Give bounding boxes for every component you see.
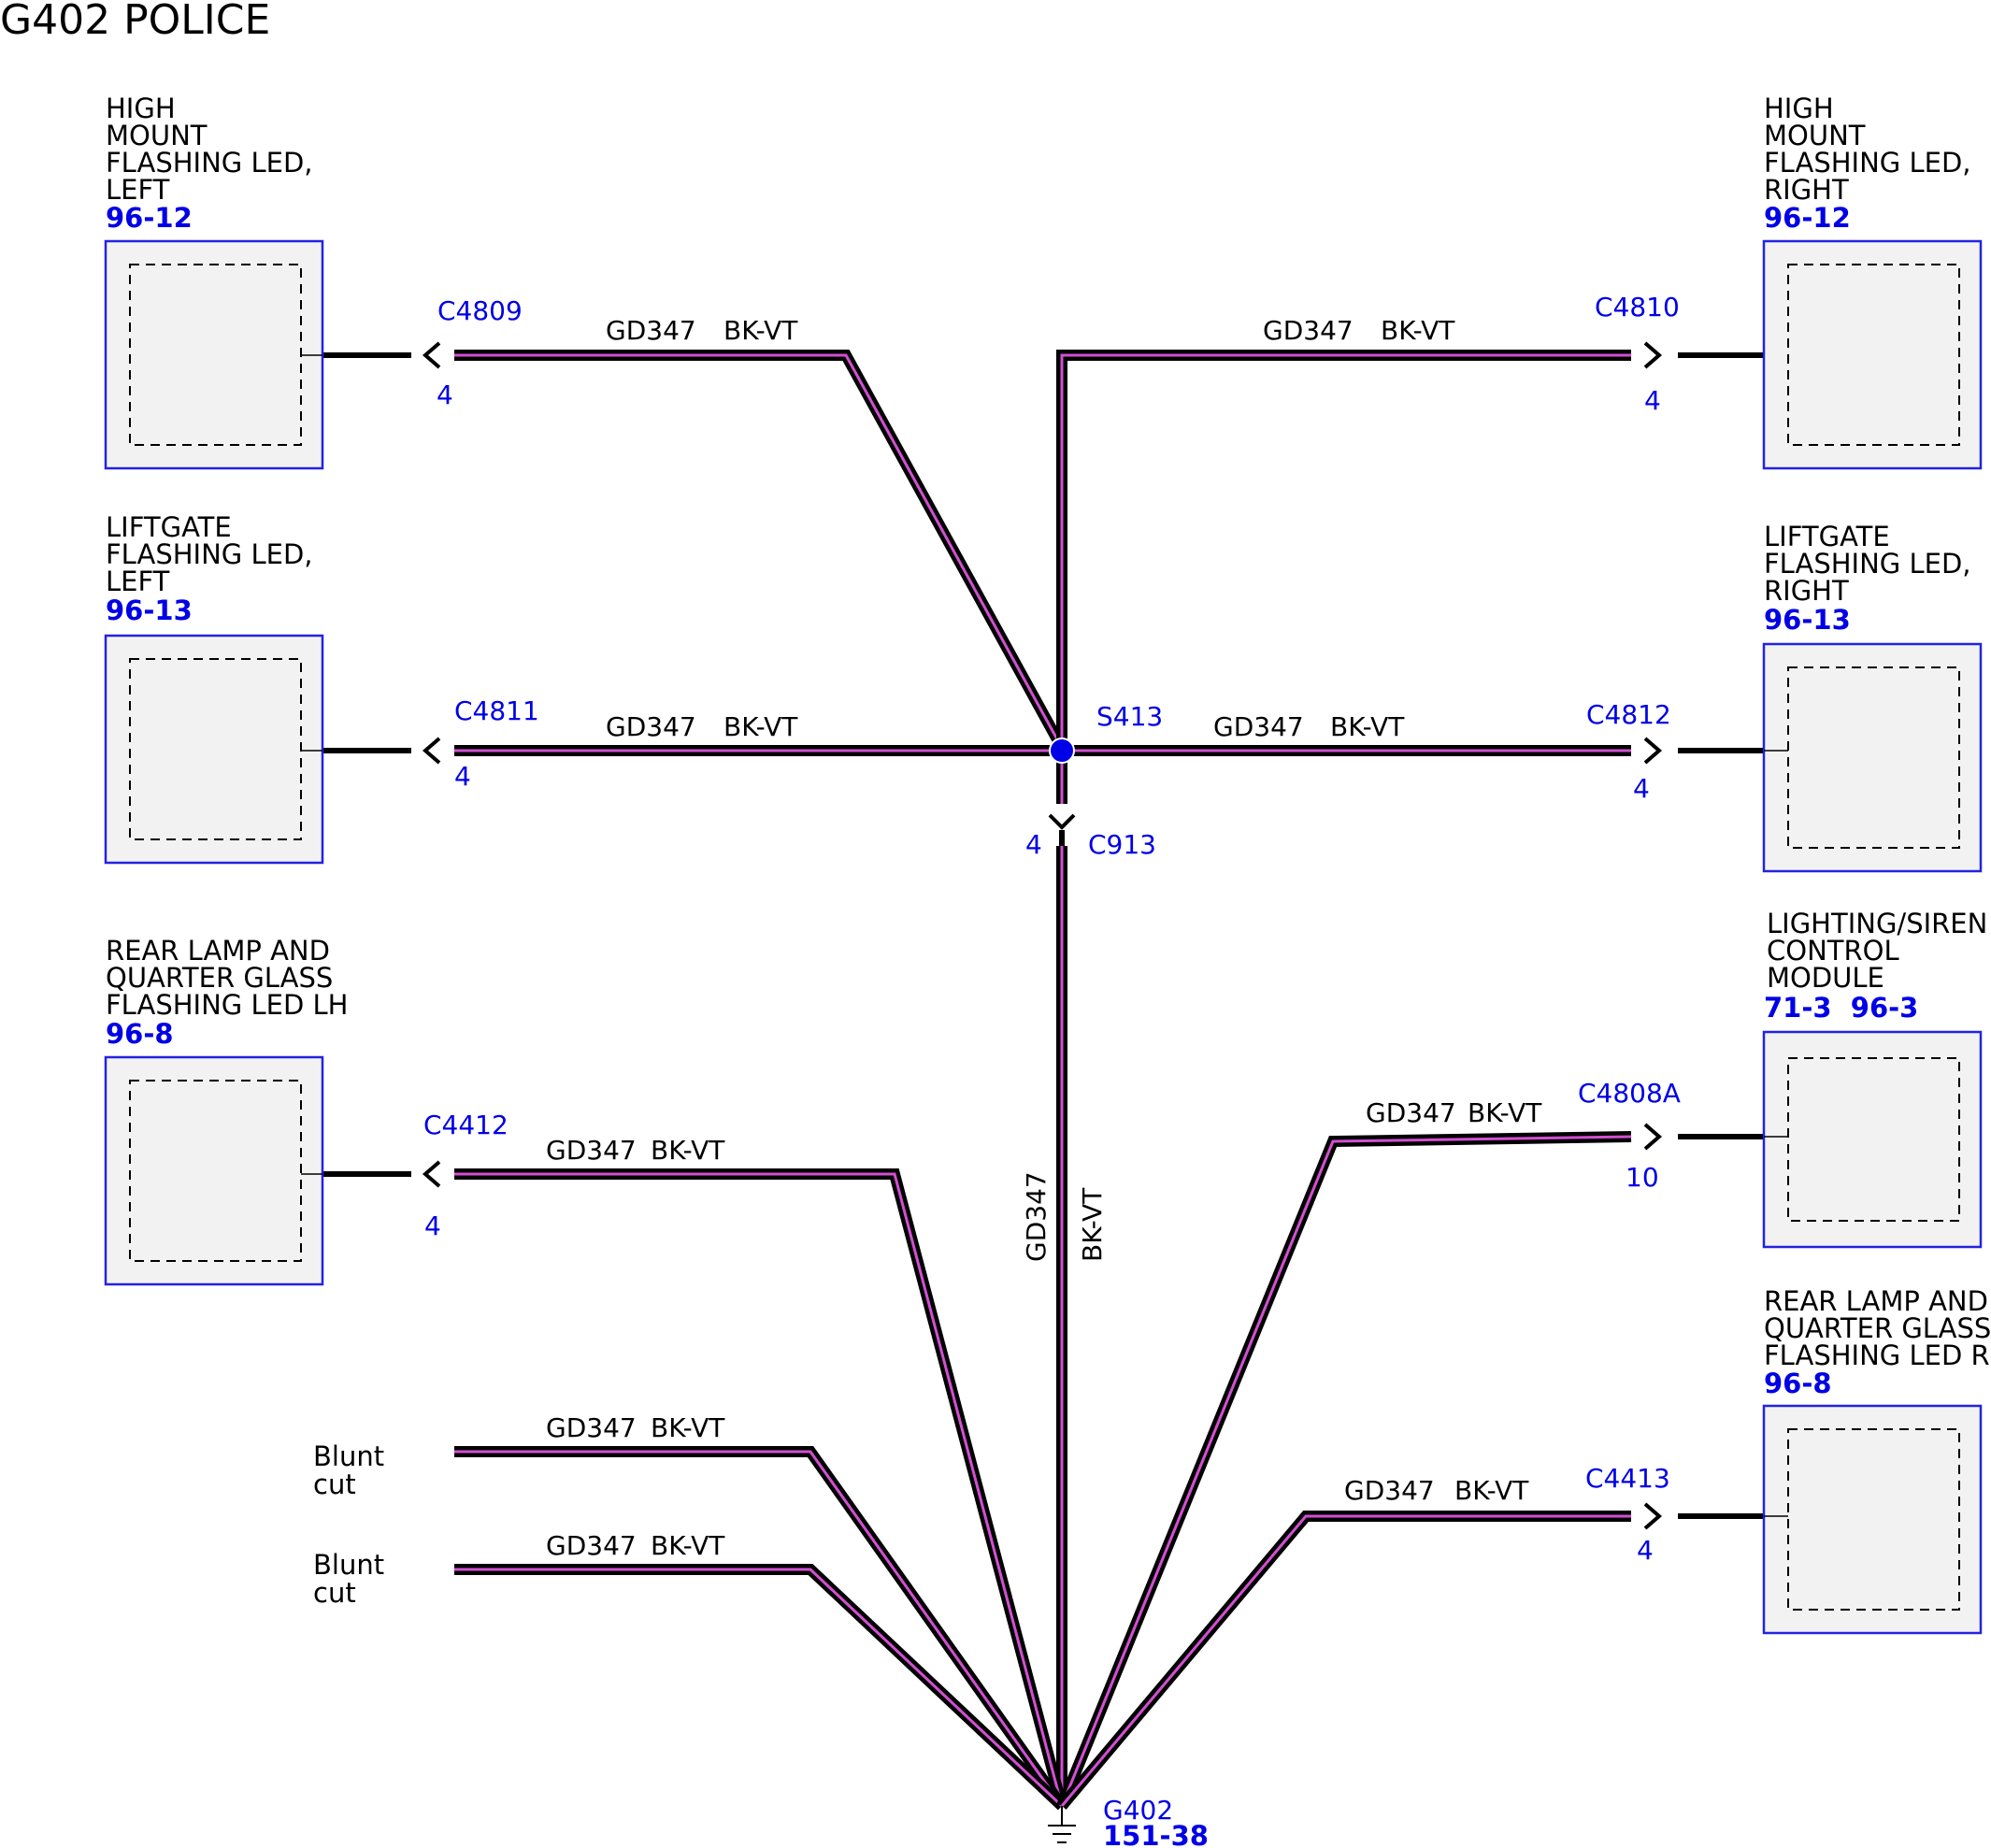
wire-color-label: BK-VT: [651, 1135, 725, 1166]
connector-pin: 10: [1626, 1162, 1659, 1193]
blunt-cut-label: Blunt cut: [313, 1440, 393, 1500]
wire-color-label: BK-VT: [1077, 1187, 1108, 1262]
connector-pin: 4: [1633, 773, 1650, 804]
wire-circuit-label: GD347: [1263, 315, 1354, 346]
connector-id[interactable]: C913: [1088, 829, 1156, 860]
connector-id[interactable]: C4808A: [1578, 1078, 1681, 1109]
component-name: REAR LAMP AND QUARTER GLASS FLASHING LED…: [1764, 1285, 1991, 1371]
connector-id[interactable]: C4809: [437, 295, 523, 326]
wires: [454, 350, 1632, 1811]
component-lg-right[interactable]: [1762, 642, 1983, 873]
component-ref-link[interactable]: 96-12: [1764, 202, 1851, 234]
connector-c913-symbol: [1048, 813, 1076, 846]
connector-c4811-symbol: [322, 737, 441, 765]
wire-circuit-label: GD347: [606, 315, 696, 346]
connector-pin: 4: [424, 1211, 441, 1241]
ground-icon: [1048, 1806, 1076, 1843]
wire-c4809: [454, 350, 1067, 751]
connector-id[interactable]: C4413: [1585, 1463, 1670, 1494]
wire-circuit-label: GD347: [1213, 711, 1304, 742]
wire-circuit-label: GD347: [546, 1412, 637, 1443]
wire-c4413: [1057, 1511, 1631, 1810]
connector-pin: 4: [1025, 829, 1042, 860]
wire-c4810: [1056, 350, 1631, 748]
wire-c4808a: [1056, 1131, 1632, 1809]
component-ref-link[interactable]: 96-8: [106, 1018, 174, 1050]
wire-color-label: BK-VT: [1330, 711, 1405, 742]
connector-pin: 4: [454, 761, 471, 792]
wire-circuit-label: GD347: [1344, 1475, 1435, 1506]
wire-circuit-label: GD347: [606, 711, 696, 742]
connector-c4809-symbol: [322, 341, 441, 369]
component-ref-link[interactable]: 96-8: [1764, 1368, 1832, 1399]
splice-id[interactable]: S413: [1096, 701, 1163, 732]
wire-color-label: BK-VT: [1381, 315, 1455, 346]
component-lg-left[interactable]: [104, 634, 324, 865]
splice-dot: [1049, 738, 1075, 764]
component-name: LIGHTING/SIREN CONTROL MODULE: [1767, 908, 1991, 994]
wire-circuit-label: GD347: [546, 1530, 637, 1561]
connector-c4413-symbol: [1643, 1502, 1764, 1530]
component-name: HIGH MOUNT FLASHING LED, LEFT: [106, 93, 322, 206]
wire-color-label: BK-VT: [723, 315, 798, 346]
ground-id[interactable]: G402: [1103, 1795, 1173, 1826]
component-ref-link[interactable]: 71-3 96-3: [1764, 992, 1918, 1024]
component-ref-link[interactable]: 96-13: [106, 595, 193, 626]
connector-pin: 4: [1644, 385, 1661, 416]
component-hm-right[interactable]: [1762, 239, 1983, 470]
wire-blunt-1: [454, 1446, 1067, 1810]
wire-color-label: BK-VT: [1454, 1475, 1529, 1506]
wire-c4412: [454, 1168, 1067, 1808]
component-name: HIGH MOUNT FLASHING LED, RIGHT: [1764, 93, 1980, 206]
component-lscm[interactable]: [1762, 1030, 1983, 1249]
connector-pin: 4: [437, 380, 453, 410]
connector-id[interactable]: C4812: [1586, 699, 1671, 730]
connector-id[interactable]: C4412: [423, 1110, 508, 1140]
component-rl-right[interactable]: [1762, 1404, 1983, 1635]
connector-labels: C4809 4 C4810 4 C4811 4 C4812 4 4 C913 C…: [423, 292, 1681, 1848]
component-labels: HIGH MOUNT FLASHING LED, LEFT 96-12 HIGH…: [106, 93, 1991, 1399]
connector-pin: 4: [1637, 1535, 1654, 1566]
component-hm-left[interactable]: [104, 239, 324, 470]
blunt-cut-labels: Blunt cut Blunt cut: [313, 1440, 393, 1609]
ground-ref-link[interactable]: 151-38: [1103, 1820, 1209, 1848]
wire-color-label: BK-VT: [651, 1412, 725, 1443]
wire-blunt-2: [454, 1564, 1067, 1811]
connector-c4412-symbol: [322, 1160, 441, 1188]
wire-circuit-label: GD347: [546, 1135, 637, 1166]
component-ref-link[interactable]: 96-12: [106, 202, 193, 234]
component-rl-left[interactable]: [104, 1055, 324, 1286]
wire-color-label: BK-VT: [723, 711, 798, 742]
components: [104, 239, 1983, 1635]
wire-circuit-label: GD347: [1366, 1097, 1456, 1128]
connector-id[interactable]: C4810: [1595, 292, 1680, 322]
wire-labels: GD347 BK-VT GD347 BK-VT GD347 BK-VT GD34…: [546, 315, 1542, 1561]
wire-circuit-label: GD347: [1021, 1171, 1052, 1262]
page-title: G402 POLICE: [0, 0, 270, 44]
connector-c4810-symbol: [1643, 341, 1764, 369]
connector-id[interactable]: C4811: [454, 695, 539, 726]
component-name: LIFTGATE FLASHING LED, LEFT: [106, 511, 322, 597]
blunt-cut-label: Blunt cut: [313, 1549, 393, 1609]
wire-color-label: BK-VT: [1468, 1097, 1542, 1128]
connector-c4812-symbol: [1643, 737, 1764, 765]
component-name: REAR LAMP AND QUARTER GLASS FLASHING LED…: [106, 935, 349, 1021]
wire-color-label: BK-VT: [651, 1530, 725, 1561]
component-ref-link[interactable]: 96-13: [1764, 604, 1851, 636]
connector-symbols: [322, 341, 1764, 1530]
connector-c4808a-symbol: [1643, 1123, 1764, 1151]
component-name: LIFTGATE FLASHING LED, RIGHT: [1764, 521, 1980, 607]
